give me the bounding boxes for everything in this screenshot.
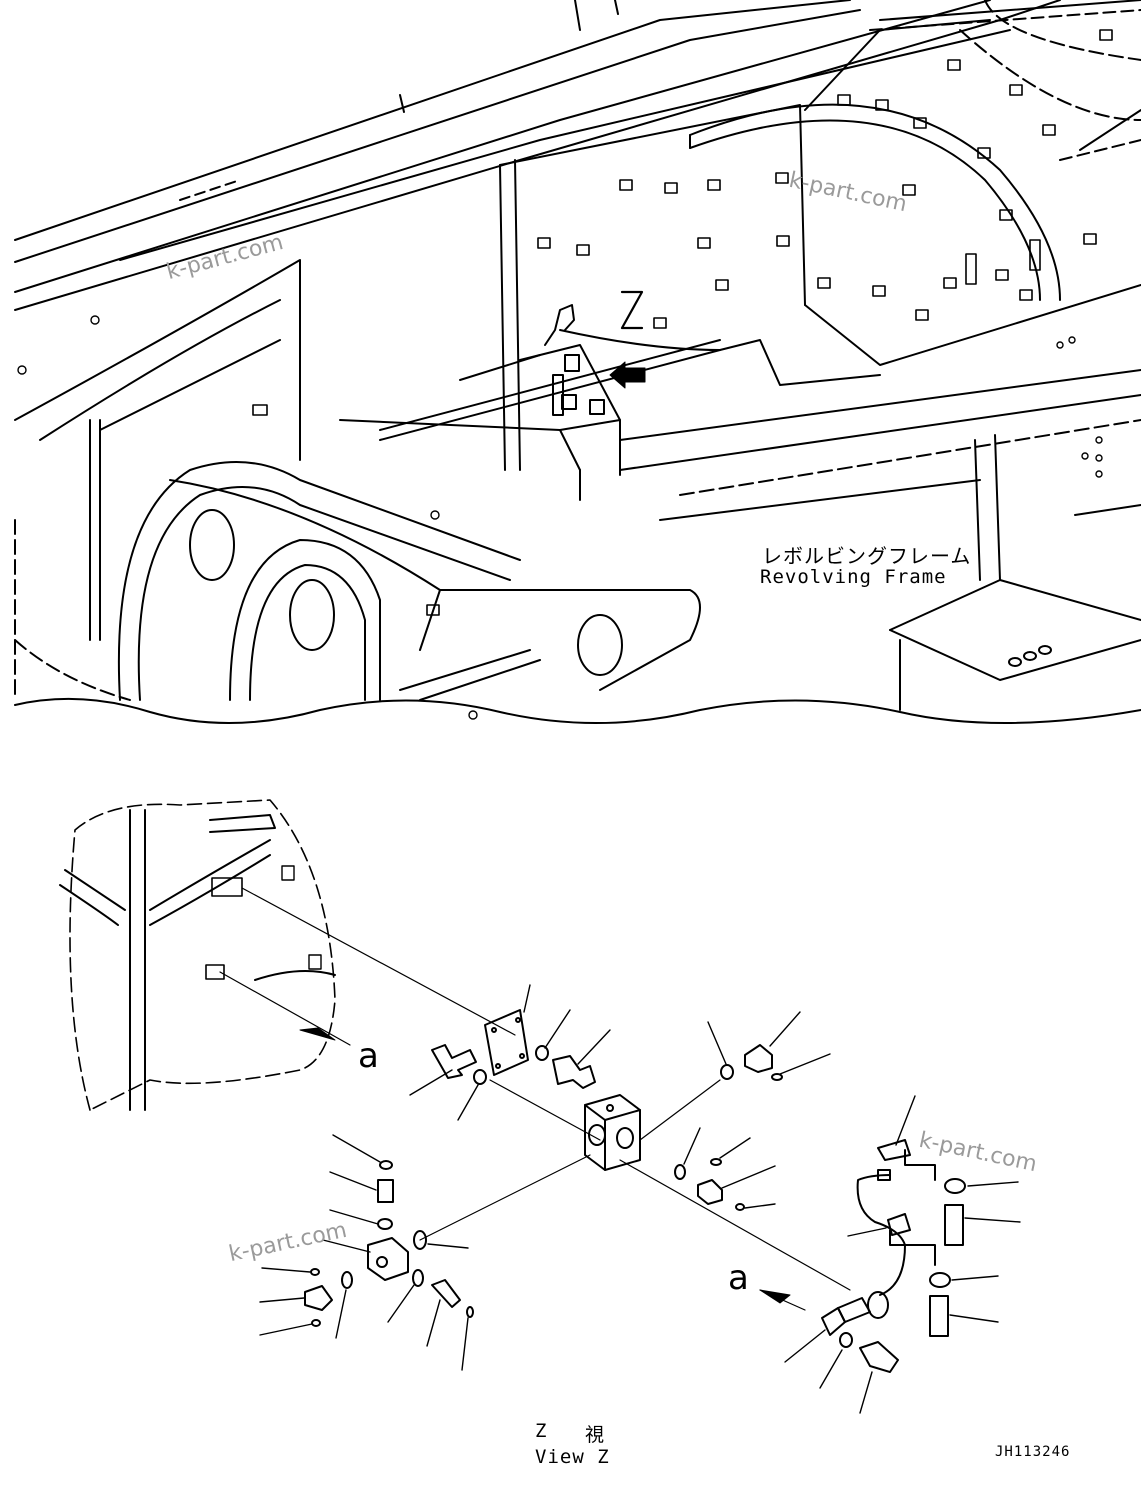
- detail-a-label-left: a: [358, 1036, 379, 1076]
- view-z-label-jp-char: 視: [585, 1424, 605, 1446]
- view-z-label-en: View Z: [535, 1446, 610, 1468]
- revolving-frame-label-jp: レボルビングフレーム: [762, 544, 972, 568]
- drawing-number: JH113246: [995, 1444, 1071, 1460]
- view-z-label-jp-z: Z: [535, 1420, 547, 1442]
- revolving-frame-label-en: Revolving Frame: [760, 566, 947, 588]
- detail-a-label-right: a: [728, 1258, 749, 1298]
- revolving-frame-drawing: [14, 0, 1141, 725]
- view-z-detail-drawing: [59, 799, 1021, 1414]
